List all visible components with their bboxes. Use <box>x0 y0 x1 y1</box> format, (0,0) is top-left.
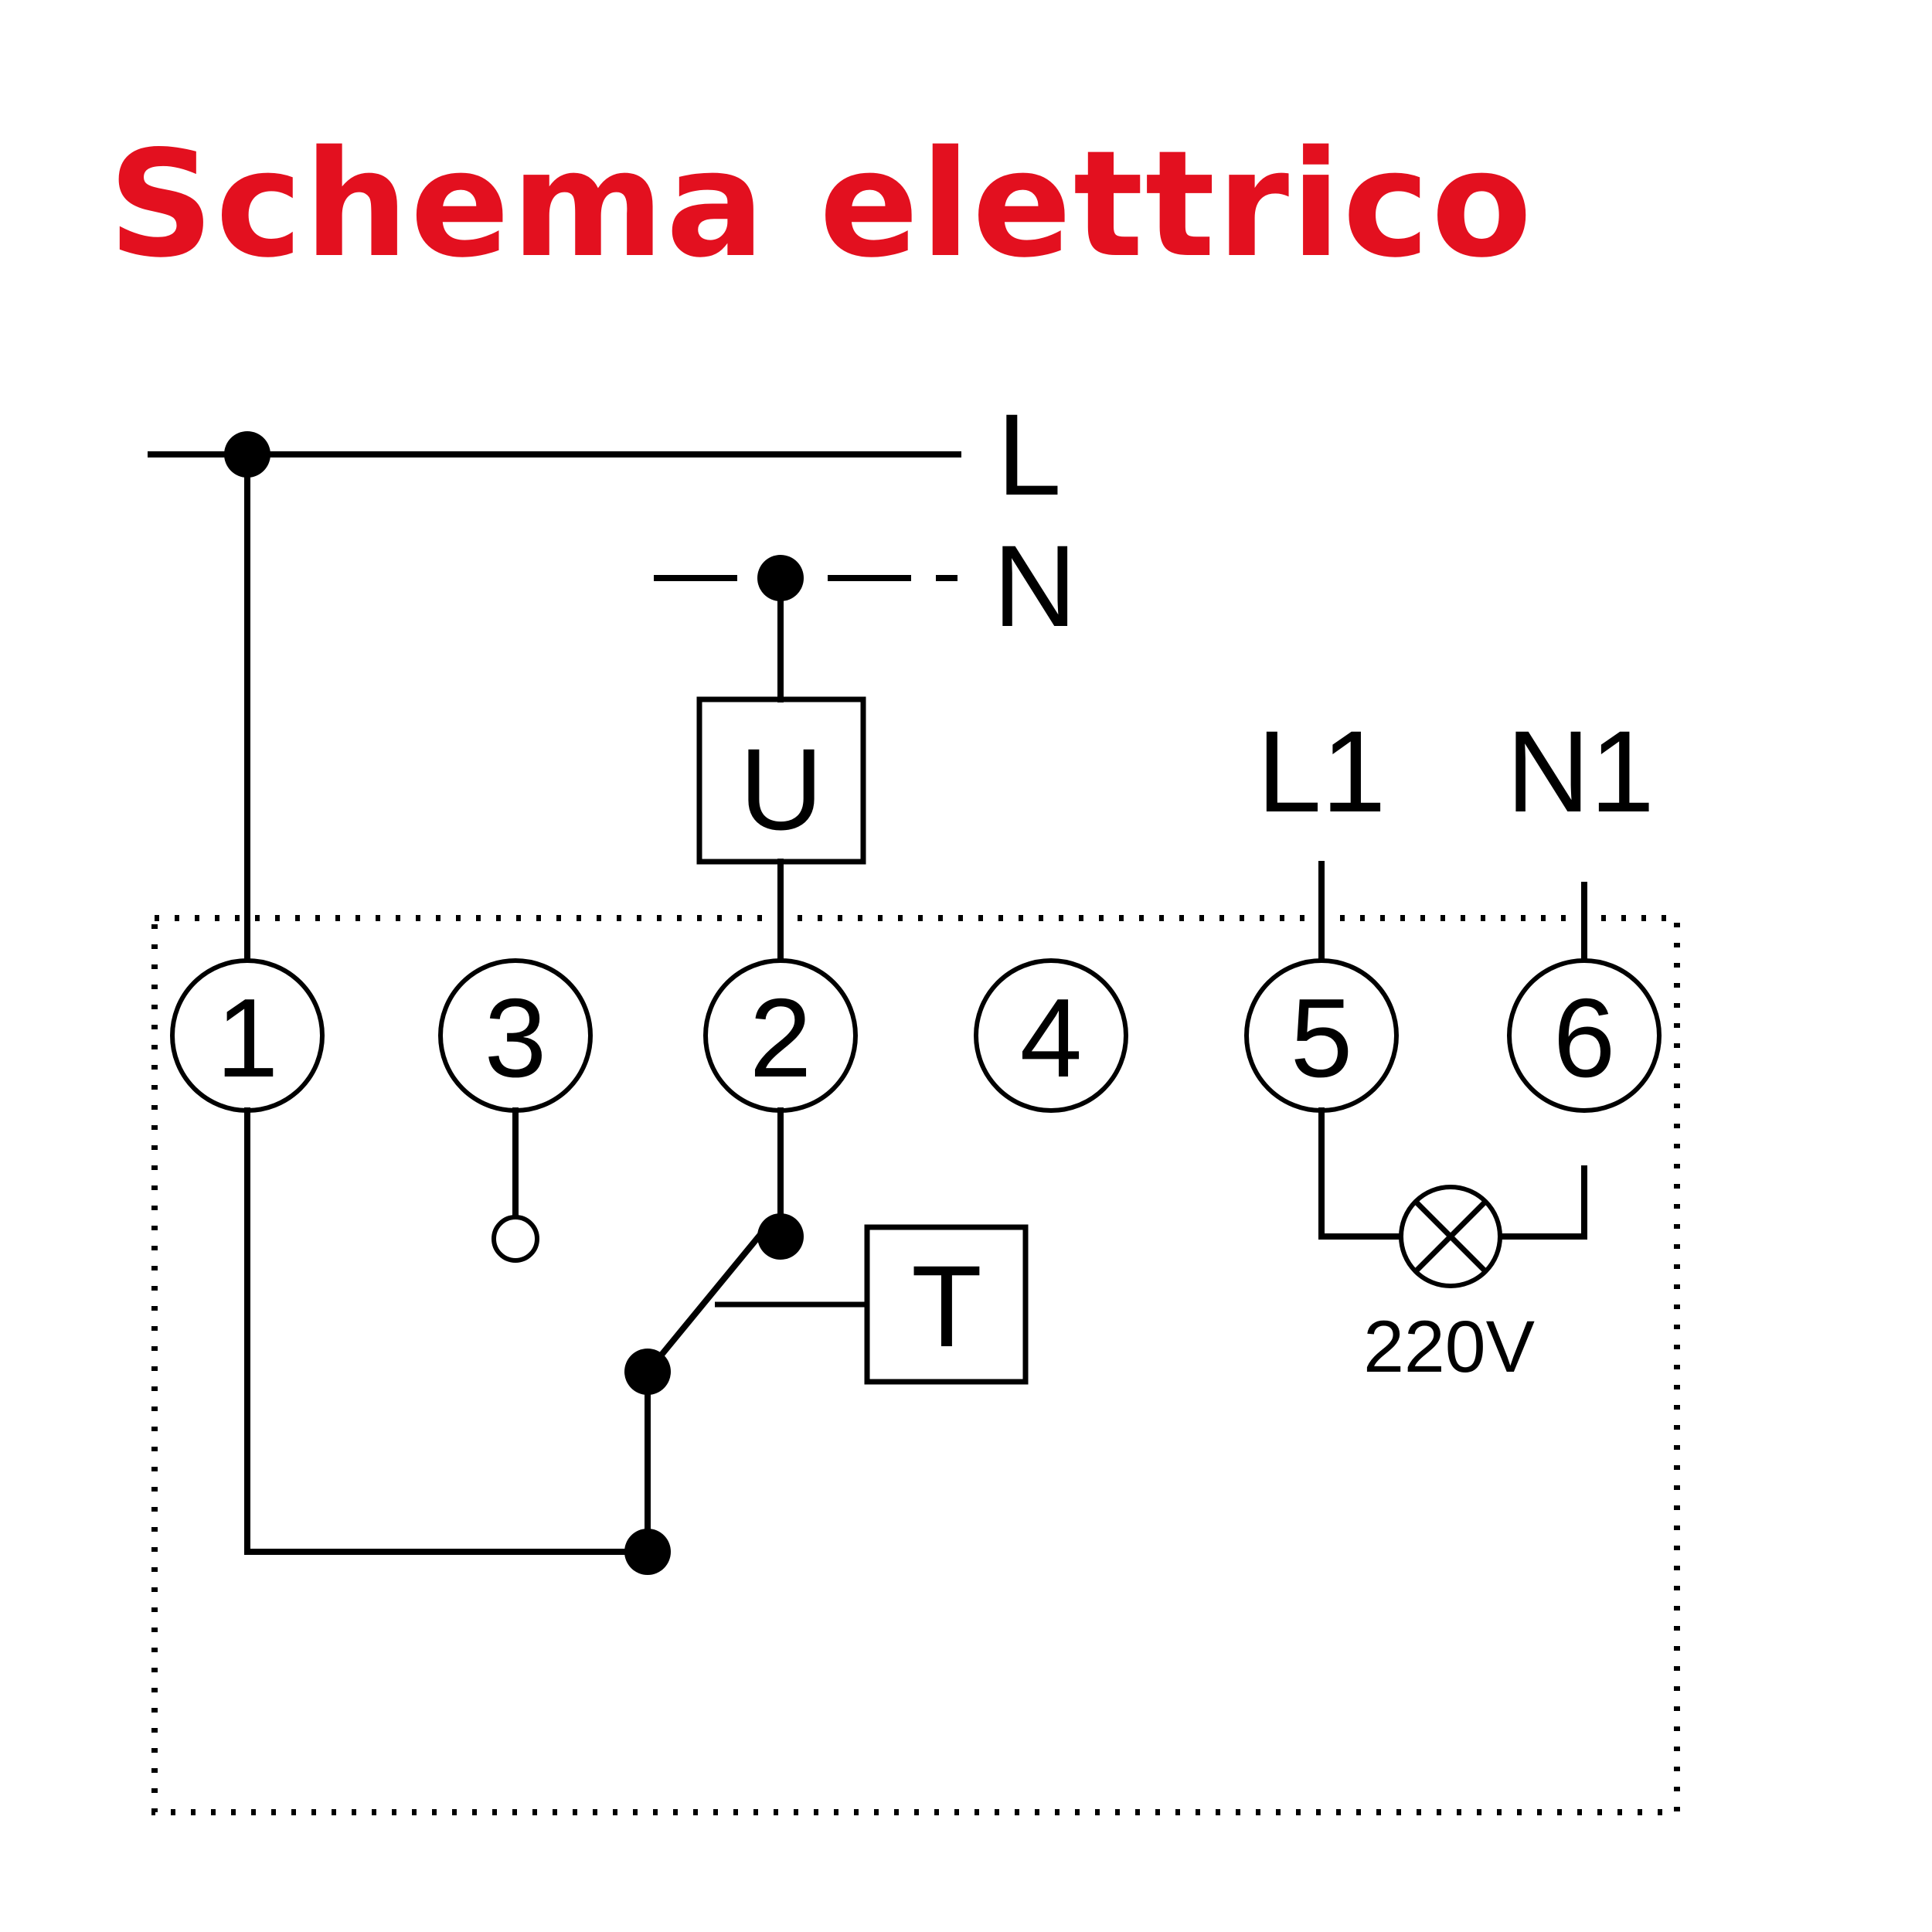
label-n1: N1 <box>1506 706 1655 836</box>
label-lamp-voltage: 220V <box>1363 1306 1535 1388</box>
switch-arm <box>643 1224 770 1376</box>
terminal-label-3: 3 <box>485 975 547 1100</box>
junction-node-l <box>224 431 270 478</box>
terminal-label-2: 2 <box>750 975 812 1100</box>
label-n: N <box>993 521 1077 651</box>
wire-lamp-to-terminal-6 <box>1498 1165 1587 1240</box>
terminal-label-1: 1 <box>216 975 279 1100</box>
terminal-label-4: 4 <box>1020 975 1083 1100</box>
label-coil-u: U <box>740 724 823 854</box>
enclosure-dotted-border <box>151 915 1680 1815</box>
switch-contact-open <box>492 1215 539 1263</box>
page-title: Schema elettrico <box>108 119 1534 290</box>
terminal-4 <box>974 958 1128 1113</box>
terminal-6 <box>1507 958 1662 1113</box>
label-thermostat-t: T <box>911 1241 982 1371</box>
terminal-label-5: 5 <box>1291 975 1353 1100</box>
switch-contact-closed <box>757 1213 804 1260</box>
wire-terminal-5-to-lamp <box>1318 1107 1403 1240</box>
lamp-cross-circle-icon <box>1399 1185 1502 1288</box>
terminal-label-6: 6 <box>1553 975 1616 1100</box>
thermostat-box <box>864 1224 1029 1385</box>
label-l1: L1 <box>1257 706 1386 836</box>
label-l: L <box>997 389 1061 519</box>
